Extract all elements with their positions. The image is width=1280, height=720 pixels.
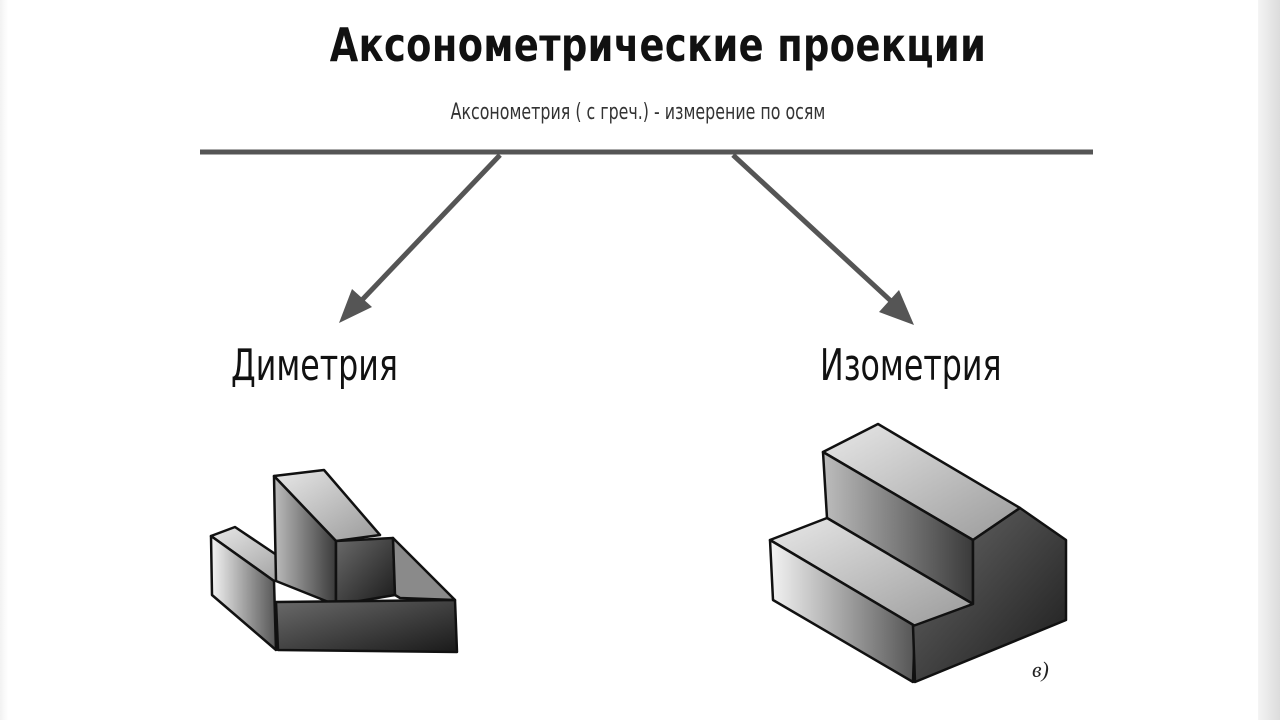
slide-subtitle: Аксонометрия ( с греч.) - измерение по о… <box>450 100 826 125</box>
page-edge-left <box>0 0 8 720</box>
figure-note: в) <box>1032 657 1049 682</box>
dimetry-figure <box>209 468 459 654</box>
page-edge-right <box>1258 0 1280 720</box>
arrow-to-isometry <box>731 153 914 325</box>
dimetry-label: Диметрия <box>231 340 398 391</box>
isometry-label: Изометрия <box>820 340 1002 391</box>
arrow-to-dimetry <box>339 153 502 323</box>
isometry-figure <box>768 422 1068 684</box>
slide-title: Аксонометрические проекции <box>329 18 987 72</box>
